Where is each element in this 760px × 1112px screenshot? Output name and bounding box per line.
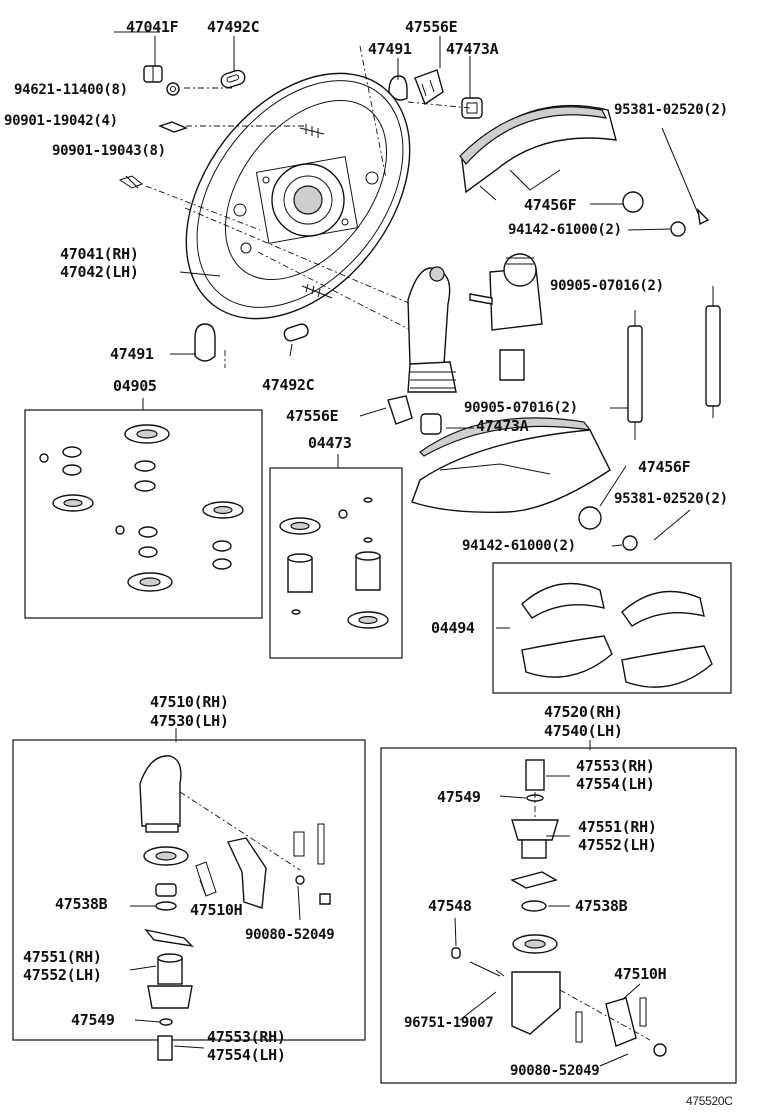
- label-90905-07016-mid: 90905-07016(2): [464, 400, 578, 416]
- label-90901-19043: 90901-19043(8): [52, 143, 166, 159]
- grommet-47492C-mid: [283, 323, 309, 342]
- label-47549-left: 47549: [71, 1011, 115, 1029]
- label-47549-right: 47549: [437, 788, 481, 806]
- label-47491-mid: 47491: [110, 345, 154, 363]
- figure-code: 475520C: [686, 1094, 733, 1108]
- label-94621-11400: 94621-11400(8): [14, 82, 128, 98]
- leader-lines: [114, 31, 671, 1067]
- label-47538B-right: 47538B: [575, 897, 628, 915]
- label-47552-LH-left: 47552(LH): [23, 966, 102, 984]
- label-47473A-mid: 47473A: [476, 417, 529, 435]
- label-90901-19042: 90901-19042(4): [4, 113, 118, 129]
- label-04905: 04905: [113, 377, 157, 395]
- clip-47556E-mid: [387, 395, 413, 425]
- brake-shoe-upper: [459, 104, 617, 201]
- label-96751-19007: 96751-19007: [404, 1015, 494, 1031]
- kit-box-04473: [269, 467, 403, 659]
- grommet-47491: [388, 75, 408, 101]
- label-47553-RH-right: 47553(RH): [576, 757, 655, 775]
- label-04494: 04494: [431, 619, 475, 637]
- label-47552-LH-right: 47552(LH): [578, 836, 657, 854]
- brake-shoe-lower: [411, 417, 611, 513]
- label-94142-61000-top: 94142-61000(2): [508, 222, 622, 238]
- kit-04905-parts: [39, 424, 244, 592]
- label-95381-02520-top: 95381-02520(2): [614, 102, 728, 118]
- label-47554-LH-left: 47554(LH): [207, 1046, 286, 1064]
- label-47041F: 47041F: [126, 18, 179, 36]
- label-47456F-mid: 47456F: [638, 458, 691, 476]
- bolt-90901-19042: [158, 121, 188, 133]
- assy-box-47510: [12, 739, 366, 1041]
- label-47492C-top: 47492C: [207, 18, 260, 36]
- label-47510H-left: 47510H: [190, 901, 243, 919]
- nut-47473A: [461, 97, 483, 119]
- spring-90905-top: [705, 286, 721, 418]
- label-95381-02520-mid: 95381-02520(2): [614, 491, 728, 507]
- kit-04494-parts: [521, 582, 713, 688]
- label-47530-LH: 47530(LH): [150, 712, 229, 730]
- label-04473: 04473: [308, 434, 352, 452]
- backing-plate: [185, 72, 411, 320]
- spring-90905-mid: [627, 310, 643, 440]
- nut-94142-top: [670, 221, 686, 237]
- label-47510H-right: 47510H: [614, 965, 667, 983]
- kit-box-04494: [492, 562, 732, 694]
- assy-47520-parts: [451, 759, 667, 1057]
- label-47548: 47548: [428, 897, 472, 915]
- label-47492C-mid: 47492C: [262, 376, 315, 394]
- label-47456F-top: 47456F: [524, 196, 577, 214]
- label-47520-RH: 47520(RH): [544, 703, 623, 721]
- washer-47456F-mid: [578, 506, 602, 530]
- pin-95381-top: [661, 127, 710, 226]
- kit-04473-parts: [279, 497, 389, 629]
- label-47554-LH-right: 47554(LH): [576, 775, 655, 793]
- clip-47556E: [414, 69, 444, 106]
- label-90905-07016-top: 90905-07016(2): [550, 278, 664, 294]
- grommet-47492C: [220, 69, 246, 89]
- label-47540-LH: 47540(LH): [544, 722, 623, 740]
- pin-95381-mid: [653, 509, 691, 541]
- nut-47473A-mid: [420, 413, 442, 435]
- label-47510-RH: 47510(RH): [150, 693, 229, 711]
- label-47042-LH: 47042(LH): [60, 263, 139, 281]
- wheel-cylinder-center: [407, 253, 543, 393]
- label-90080-52049-right: 90080-52049: [510, 1063, 600, 1079]
- label-90080-52049-left: 90080-52049: [245, 927, 335, 943]
- label-47491-top: 47491: [368, 40, 412, 58]
- grommet-47491-mid: [194, 323, 216, 362]
- label-94142-61000-mid: 94142-61000(2): [462, 538, 576, 554]
- washer-94621: [166, 82, 180, 96]
- label-47538B-left: 47538B: [55, 895, 108, 913]
- label-47556E-top: 47556E: [405, 18, 458, 36]
- label-47551-RH-left: 47551(RH): [23, 948, 102, 966]
- label-47551-RH-right: 47551(RH): [578, 818, 657, 836]
- label-47473A-top: 47473A: [446, 40, 499, 58]
- washer-47456F-top: [622, 191, 644, 213]
- nut-94142-mid: [622, 535, 638, 551]
- assy-47510-parts: [139, 755, 331, 1061]
- label-47041-RH: 47041(RH): [60, 245, 139, 263]
- assy-box-47520: [380, 747, 737, 1084]
- label-47556E-mid: 47556E: [286, 407, 339, 425]
- nut-47041F: [143, 65, 163, 83]
- label-47553-RH-left: 47553(RH): [207, 1028, 286, 1046]
